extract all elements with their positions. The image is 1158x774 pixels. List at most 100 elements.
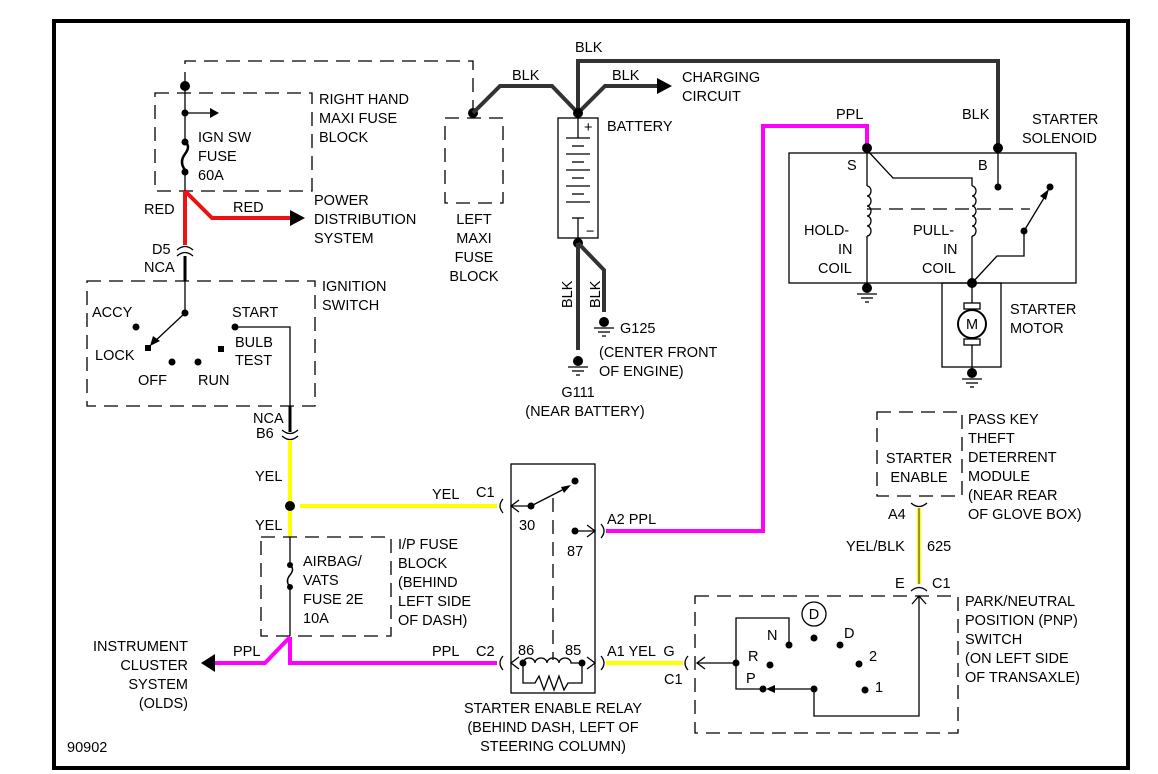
left-maxi-label: LEFT — [456, 212, 492, 228]
hold-in-coil-icon — [866, 185, 872, 237]
power-distribution-label: POWER — [314, 193, 369, 209]
ip-fuse-block-label: BLOCK — [398, 556, 447, 572]
fuse-icon — [180, 140, 190, 171]
left-maxi-label: BLOCK — [449, 269, 498, 285]
pull-coil-wire — [866, 149, 973, 186]
connector-label: A4 — [888, 507, 906, 523]
pass-key-label: THEFT — [968, 431, 1015, 447]
pass-key-label: OF GLOVE BOX) — [968, 507, 1082, 523]
pnp-contact-neutral — [810, 634, 818, 642]
ip-fuse-block-label: LEFT SIDE — [398, 594, 471, 610]
arrow-icon — [911, 595, 927, 605]
position-run-dot — [194, 358, 202, 366]
ground-location-label: (CENTER FRONT — [599, 345, 718, 361]
arrow-icon — [766, 685, 775, 693]
ignition-switch-box — [86, 280, 316, 407]
ground-g111-icon — [568, 356, 588, 376]
wire-label: A1 YEL G — [607, 644, 675, 660]
hold-in-coil-label: COIL — [818, 261, 852, 277]
ip-fuse-block-label: OF DASH) — [398, 613, 467, 629]
connector-c1-icon — [499, 498, 504, 514]
connector-b6-icon — [281, 429, 299, 441]
solenoid-switch-blade — [1023, 192, 1048, 232]
connector-label: D5 — [152, 242, 171, 258]
relay-label: STEERING COLUMN) — [480, 739, 626, 755]
starter-solenoid-box — [788, 152, 1077, 284]
ip-fuse-block-label: (BEHIND — [398, 575, 458, 591]
rh-maxi-label-1: RIGHT HAND — [319, 92, 409, 108]
connector-label: C1 — [932, 576, 951, 592]
airbag-fuse-label: VATS — [303, 573, 339, 589]
relay-pin-label: 30 — [519, 518, 535, 534]
airbag-fuse-label: FUSE 2E — [303, 592, 364, 608]
fuse-terminal — [287, 562, 293, 568]
ground-location-label: (NEAR BATTERY) — [525, 404, 645, 420]
pass-key-label: PASS KEY — [968, 412, 1039, 428]
connector-label: NCA — [144, 260, 175, 276]
arrow-icon — [657, 78, 672, 94]
pnp-switch-box — [694, 595, 959, 734]
pnp-n-wire — [735, 617, 790, 663]
wire-label: RED — [233, 200, 264, 216]
relay-pin-label: 86 — [518, 643, 534, 659]
pnp-contact-r — [766, 661, 774, 669]
pass-key-label: MODULE — [968, 469, 1030, 485]
hold-in-coil-label: HOLD- — [804, 223, 849, 239]
connector-label: C1 — [476, 485, 495, 501]
pnp-contact-p — [759, 685, 767, 693]
airbag-fuse-label: 10A — [303, 611, 329, 627]
pass-key-module-box — [876, 411, 963, 497]
wire-label: YEL — [255, 518, 282, 534]
blk-wire-charging — [576, 84, 660, 115]
wire-label: 625 — [927, 539, 951, 555]
pnp-switch-label: PARK/NEUTRAL — [965, 594, 1075, 610]
ign-sw-fuse-label-2: FUSE — [198, 149, 237, 165]
ign-sw-fuse-label-1: IGN SW — [198, 130, 251, 146]
pull-in-coil-label: IN — [943, 242, 958, 258]
arrow-icon — [1040, 189, 1049, 200]
ppl-wire-cluster — [215, 635, 292, 665]
wire-label: BLK — [612, 68, 640, 84]
starter-enable-label: ENABLE — [890, 470, 948, 486]
diagram-id: 90902 — [67, 740, 107, 756]
connector-label: NCA — [253, 411, 284, 427]
position-off-dot — [168, 358, 176, 366]
wire-label: BLK — [575, 40, 603, 56]
position-accy-dot — [132, 323, 140, 331]
relay-switch-blade — [530, 486, 569, 507]
battery-positive-terminal — [573, 108, 583, 118]
ignition-switch-label: IGNITION — [322, 279, 386, 295]
instrument-cluster-label: SYSTEM — [128, 677, 188, 693]
rh-maxi-label-2: MAXI FUSE — [319, 111, 397, 127]
ground-g125-icon — [594, 317, 614, 337]
arrow-icon — [210, 108, 219, 118]
relay-contact — [571, 477, 579, 485]
left-maxi-fuse-block-box — [444, 117, 504, 204]
power-distribution-label: DISTRIBUTION — [314, 212, 416, 228]
relay-resistor-icon — [522, 663, 583, 692]
ign-position-label: RUN — [198, 373, 229, 389]
motor-icon — [957, 309, 987, 339]
starter-solenoid-label: STARTER — [1032, 112, 1098, 128]
pnp-p-wire — [735, 663, 765, 690]
wire-label: PPL — [233, 644, 260, 660]
connector-c2-icon — [499, 655, 504, 671]
motor-brush — [963, 302, 981, 310]
starter-solenoid-label: SOLENOID — [1022, 131, 1097, 147]
power-distribution-label: SYSTEM — [314, 231, 374, 247]
pnp-position-label: D — [844, 626, 854, 642]
arrow-icon — [586, 656, 597, 670]
b-contact — [994, 183, 1002, 191]
rh-maxi-fuse-block-box — [154, 92, 313, 192]
wire-label: BLK — [588, 280, 604, 308]
pnp-switch-label: (ON LEFT SIDE — [965, 651, 1069, 667]
wire-label: YEL — [255, 469, 282, 485]
wire-label: BLK — [962, 107, 990, 123]
pnp-switch-label: POSITION (PNP) — [965, 613, 1078, 629]
ign-position-label: OFF — [138, 373, 167, 389]
ignition-switch-label: SWITCH — [322, 298, 379, 314]
pnp-position-label: N — [767, 628, 777, 644]
ign-position-label: BULB — [235, 335, 273, 351]
arrow-icon — [509, 656, 520, 670]
pnp-position-label: 1 — [875, 680, 883, 696]
